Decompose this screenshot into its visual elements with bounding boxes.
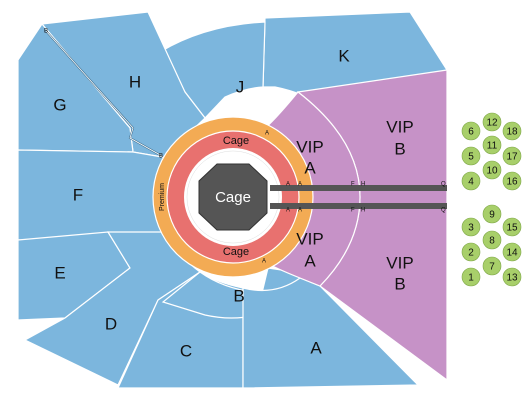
cage-ring-bottom-label: Cage [223, 246, 249, 258]
marker-f-lower: F [351, 208, 355, 214]
cage-center-label: Cage [215, 189, 251, 206]
table-7-label: 7 [489, 262, 495, 273]
marker-a-upper-2: A [298, 182, 302, 188]
vip-a-bottom-label: VIP [296, 229, 323, 248]
section-f-area[interactable] [17, 149, 169, 241]
table-group: 12 6 18 11 5 17 10 4 16 9 3 15 8 2 14 7 … [461, 112, 522, 287]
table-6[interactable] [461, 121, 481, 141]
table-16-label: 16 [506, 177, 518, 188]
table-3-label: 3 [468, 223, 474, 234]
section-h-label: H [129, 72, 141, 91]
cage-octagon[interactable] [198, 163, 268, 231]
section-j-label: J [236, 77, 245, 96]
marker-q-upper: Q [441, 182, 446, 188]
table-12[interactable] [482, 112, 502, 132]
marker-f-upper: F [351, 182, 355, 188]
section-a-label: A [310, 338, 322, 357]
marker-a-lower-1: A [286, 208, 290, 214]
table-5-label: 5 [468, 152, 474, 163]
marker-h-upper: H [361, 182, 365, 188]
section-b-label: B [233, 286, 244, 305]
table-2[interactable] [461, 242, 481, 262]
vip-b-top-sub: B [394, 139, 405, 158]
section-e-label: E [54, 263, 65, 282]
aisle-line-inner [45, 30, 163, 157]
table-14-label: 14 [506, 248, 518, 259]
walkway-upper [270, 185, 447, 191]
table-1-label: 1 [468, 273, 474, 284]
table-16[interactable] [502, 171, 522, 191]
marker-b-top: B [44, 29, 48, 35]
vip-a-bottom-sub: A [304, 251, 316, 270]
table-18-label: 18 [506, 127, 518, 138]
table-15[interactable] [502, 217, 522, 237]
table-11-label: 11 [487, 141, 498, 152]
table-8-label: 8 [489, 236, 495, 247]
table-13[interactable] [502, 267, 522, 287]
section-k-label: K [338, 46, 350, 65]
table-17-label: 17 [506, 152, 518, 163]
marker-b-aisle: B [159, 154, 163, 160]
table-3[interactable] [461, 217, 481, 237]
premium-label: Premium [159, 183, 166, 211]
table-8[interactable] [482, 230, 502, 250]
table-13-label: 13 [506, 273, 518, 284]
marker-h-lower: H [361, 208, 365, 214]
table-7[interactable] [482, 256, 502, 276]
table-14[interactable] [502, 242, 522, 262]
table-18[interactable] [502, 121, 522, 141]
table-2-label: 2 [468, 248, 474, 259]
section-g-label: G [53, 95, 66, 114]
table-9[interactable] [482, 204, 502, 224]
marker-a-premium-top: A [265, 131, 269, 137]
table-12-label: 12 [486, 118, 498, 129]
table-1[interactable] [461, 267, 481, 287]
section-c-label: C [180, 341, 192, 360]
cage-ring-top-label: Cage [223, 135, 249, 147]
marker-a-lower-2: A [298, 208, 302, 214]
section-d-label: D [105, 314, 117, 333]
table-15-label: 15 [506, 223, 518, 234]
marker-q-lower: Q [441, 208, 446, 214]
table-11[interactable] [482, 135, 502, 155]
section-g-area[interactable] [17, 23, 134, 153]
table-4-label: 4 [468, 177, 474, 188]
vip-b-top-label: VIP [386, 117, 413, 136]
vip-a-top-label: VIP [296, 137, 323, 156]
table-10-label: 10 [486, 166, 498, 177]
section-a-area[interactable] [242, 277, 420, 389]
table-5[interactable] [461, 146, 481, 166]
walkway-lower [270, 203, 447, 209]
marker-a-upper-1: A [286, 182, 290, 188]
section-f-label: F [73, 185, 83, 204]
table-6-label: 6 [468, 127, 474, 138]
vip-a-top-sub: A [304, 158, 316, 177]
table-10[interactable] [482, 160, 502, 180]
vip-b-bottom-sub: B [394, 274, 405, 293]
marker-a-premium-bottom: A [262, 259, 266, 265]
table-17[interactable] [502, 146, 522, 166]
table-4[interactable] [461, 171, 481, 191]
table-9-label: 9 [489, 210, 495, 221]
section-j-area[interactable] [159, 21, 266, 119]
vip-b-bottom-label: VIP [386, 253, 413, 272]
